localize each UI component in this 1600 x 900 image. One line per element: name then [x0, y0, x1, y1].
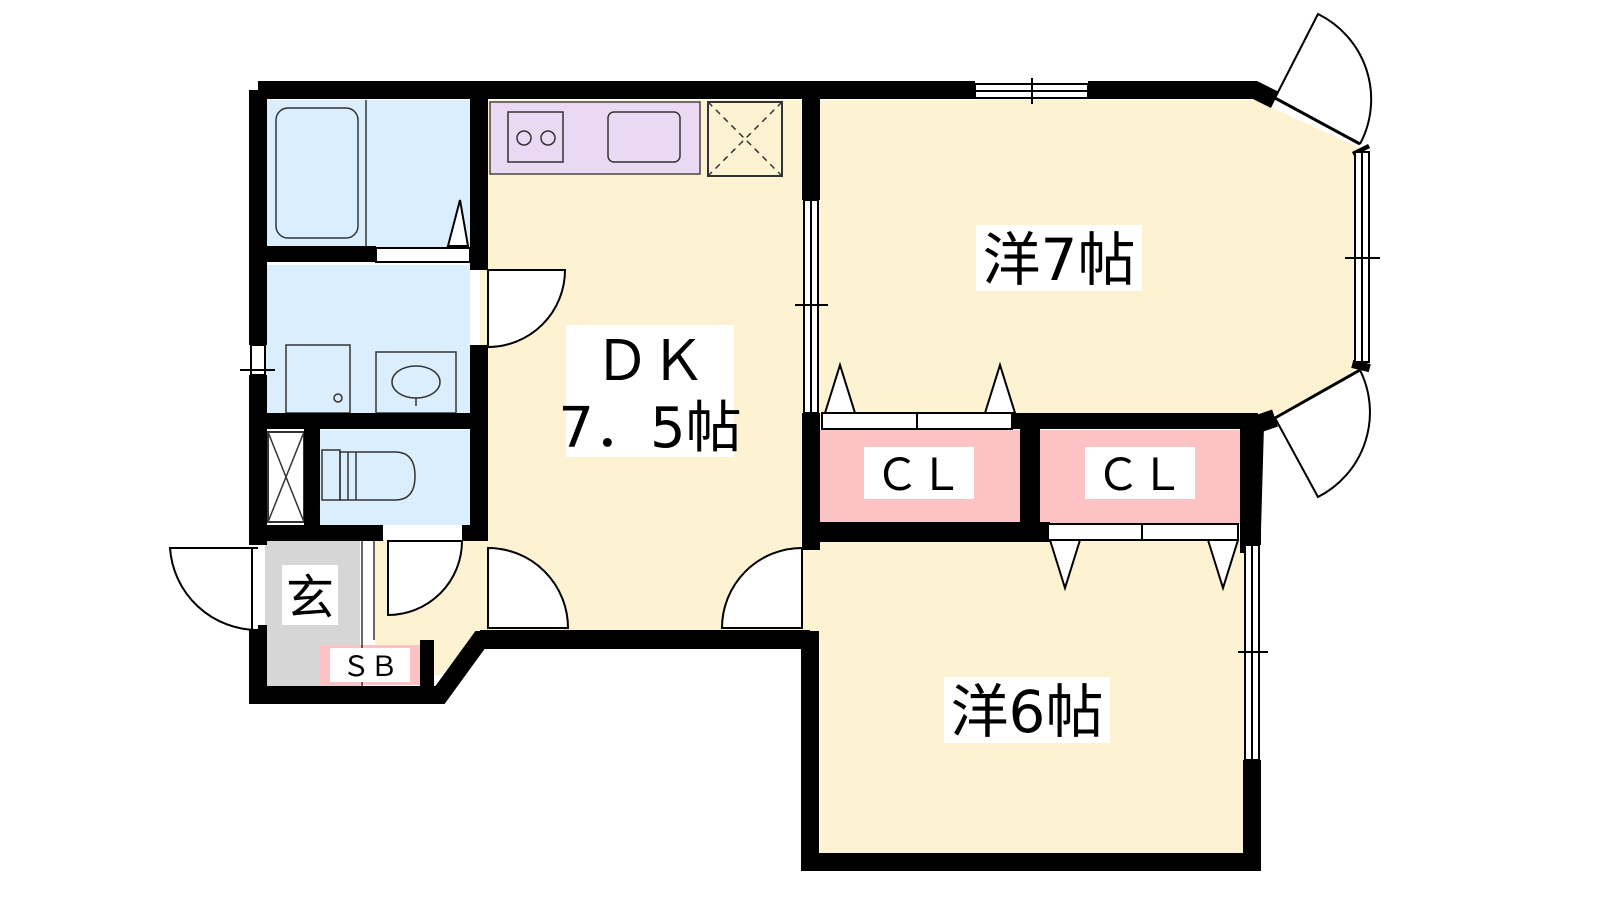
closet-right-label: ＣＬ: [1096, 450, 1184, 501]
western7-label: 洋7帖: [983, 226, 1136, 294]
toilet-floor: [320, 430, 470, 525]
sliding-door-bathroom: [375, 247, 471, 263]
dk-door[interactable]: [487, 546, 570, 629]
balcony-door-upper[interactable]: [1274, 12, 1373, 145]
fixtures: [267, 100, 783, 690]
shoe-box-label: ＳＢ: [342, 650, 398, 683]
closet-doors: [446, 199, 1240, 592]
labels: ＤＫ 7．5帖 洋7帖 洋6帖 玄 ＣＬ ＣＬ ＳＢ: [282, 225, 1195, 746]
stove: [507, 111, 564, 163]
western6-door[interactable]: [720, 546, 803, 629]
toilet-door[interactable]: [387, 540, 464, 617]
dk-label-line1: ＤＫ: [594, 329, 706, 394]
doors: [168, 12, 1373, 632]
washroom-door[interactable]: [487, 269, 567, 349]
bathtub: [275, 107, 359, 239]
windows: [240, 78, 1380, 761]
entrance-label: 玄: [286, 570, 334, 626]
kitchen-sink: [607, 111, 681, 163]
fridge-space: [707, 101, 783, 177]
western6-label: 洋6帖: [951, 678, 1104, 746]
kitchen-counter: [489, 101, 701, 175]
toilet-bowl: [339, 451, 416, 501]
front-door[interactable]: [168, 547, 259, 632]
dk-label-line2: 7．5帖: [558, 396, 741, 461]
window-washroom: [250, 344, 266, 376]
balcony-door-lower[interactable]: [1274, 369, 1371, 499]
washroom-floor: [265, 265, 470, 415]
walls: [249, 81, 1371, 871]
closet-left-label: ＣＬ: [875, 450, 963, 501]
